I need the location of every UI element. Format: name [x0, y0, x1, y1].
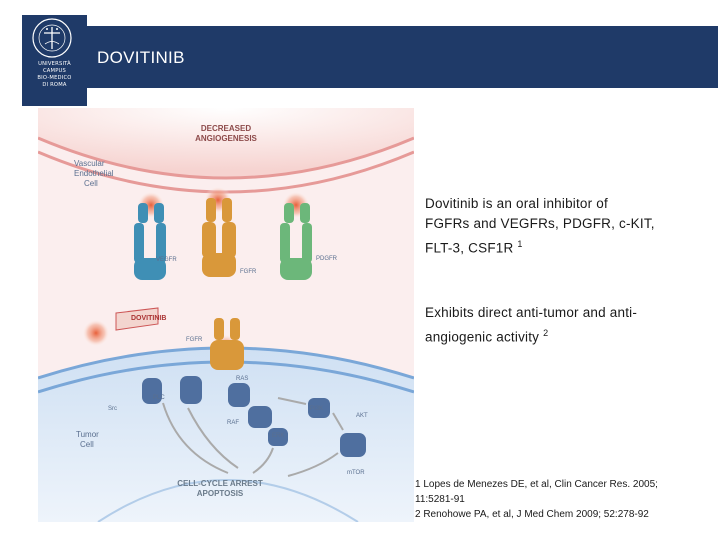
reference-1-pages: 11:5281-91: [415, 494, 465, 505]
diagram-label-vascular: Vascular: [74, 159, 105, 168]
bullet-activity: Exhibits direct anti-tumor and anti- ang…: [425, 303, 695, 348]
target-icon-drug: [82, 319, 110, 347]
bullet-inhibitor-line-3: FLT-3, CSF1R 1: [425, 239, 523, 256]
fgfr-receptor: [202, 198, 236, 277]
reference-2: 2 Renohowe PA, et al, J Med Chem 2009; 5…: [415, 509, 649, 520]
diagram-label-tumor-cell: Cell: [80, 440, 94, 449]
diagram-label-tumor: Tumor: [76, 430, 99, 439]
diagram-label-erk: ERK: [272, 433, 284, 439]
diagram-label-akt: AKT: [356, 413, 368, 419]
signal-arrows: [162, 397, 344, 477]
diagram-label-src: Src: [108, 406, 117, 412]
diagram-label-apoptosis: APOPTOSIS: [197, 489, 244, 498]
diagram-label-angiogenesis: ANGIOGENESIS: [195, 134, 257, 143]
bullet-inhibitor-line-2: FGFRs and VEGFRs, PDGFR, c-KIT,: [425, 216, 655, 231]
bullet-activity-line-1: Exhibits direct anti-tumor and anti-: [425, 305, 638, 320]
references: 1 Lopes de Menezes DE, et al, Clin Cance…: [415, 477, 715, 522]
diagram-label-vegfr: VEGFR: [156, 257, 177, 263]
logo-line-1: UNIVERSITÀ: [38, 61, 71, 67]
seal-icon: [32, 18, 72, 58]
pdgfr-receptor: [280, 203, 312, 280]
diagram-label-decreased: DECREASED: [201, 124, 251, 133]
logo-line-3: BIO-MEDICO: [37, 75, 72, 81]
mechanism-diagram: DECREASED ANGIOGENESIS Vascular Endothel…: [38, 108, 414, 522]
bullet-inhibitor-line-1: Dovitinib is an oral inhibitor of: [425, 196, 608, 211]
slide-title: DOVITINIB: [97, 48, 185, 67]
logo-line-2: CAMPUS: [42, 68, 67, 74]
diagram-label-fgfr: FGFR: [240, 269, 257, 275]
diagram-label-tumor-fgfr: FGFR: [186, 337, 203, 343]
diagram-label-raf: RAF: [227, 420, 239, 426]
logo-line-4: DI ROMA: [42, 82, 67, 88]
drug-arrow: [115, 307, 159, 331]
diagram-label-cell: Cell: [84, 179, 98, 188]
reference-marker-2: 2: [543, 328, 549, 338]
diagram-label-endothelial: Endothelial: [74, 169, 114, 178]
tumor-fgfr-receptor: [210, 318, 244, 370]
reference-marker-1: 1: [517, 239, 523, 249]
diagram-label-dovitinib: DOVITINIB: [131, 315, 166, 322]
bullet-activity-line-2: angiogenic activity 2: [425, 328, 549, 345]
diagram-label-plc: PLC: [153, 395, 165, 401]
vegfr-receptor: [134, 203, 166, 280]
bullet-inhibitor: Dovitinib is an oral inhibitor of FGFRs …: [425, 194, 695, 259]
university-logo: UNIVERSITÀ CAMPUS BIO-MEDICO DI ROMA: [22, 15, 87, 106]
diagram-label-mtor: mTOR: [347, 470, 365, 476]
title-bar: DOVITINIB: [87, 26, 718, 88]
diagram-label-ras: RAS: [236, 376, 248, 382]
diagram-label-cell-cycle: CELL-CYCLE ARREST: [177, 479, 263, 488]
reference-1: 1 Lopes de Menezes DE, et al, Clin Cance…: [415, 479, 658, 490]
signaling-proteins: [142, 376, 366, 457]
diagram-label-pdgfr: PDGFR: [316, 256, 338, 262]
diagram-label-pi3k: PI3K: [310, 406, 323, 412]
